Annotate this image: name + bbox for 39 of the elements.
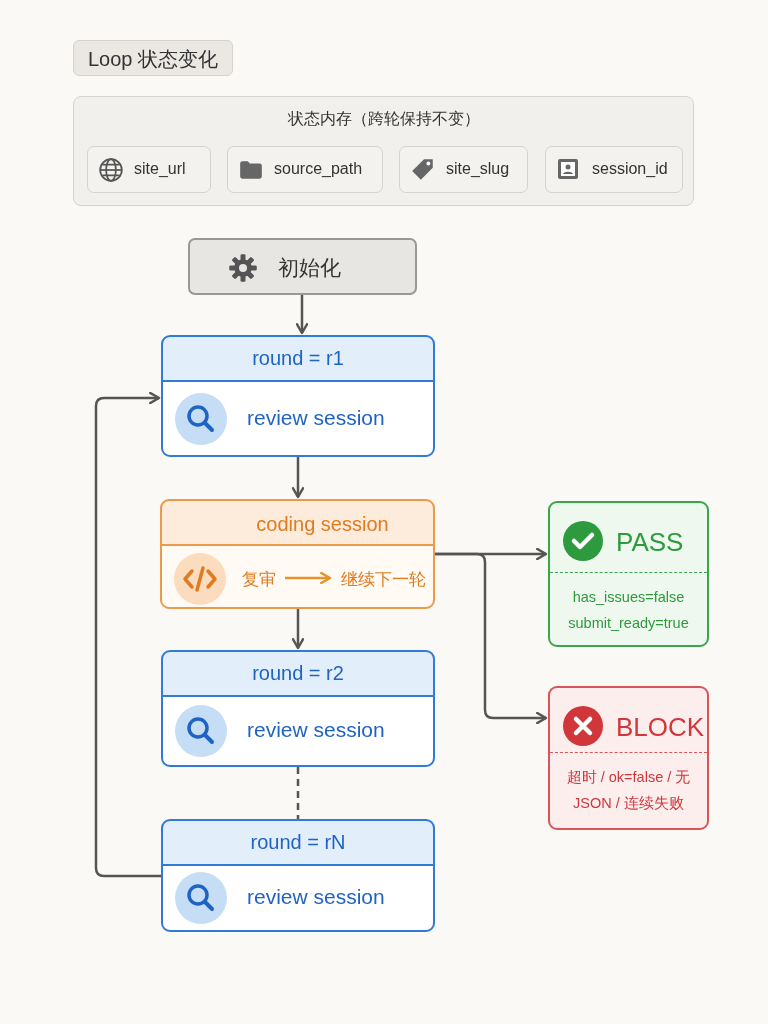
session-label: review session — [247, 718, 385, 742]
arrow — [435, 552, 548, 725]
result-card — [548, 686, 709, 830]
step-text: 复审 — [235, 567, 283, 593]
condition-text: has_issues=false submit_ready=true — [567, 588, 690, 633]
round-card — [161, 650, 435, 767]
arrow — [295, 295, 309, 335]
arrow — [291, 609, 305, 650]
variable-chip — [399, 146, 528, 193]
variable-chip — [227, 146, 383, 193]
start-label: 初始化 — [278, 255, 341, 281]
variable-chip — [87, 146, 211, 193]
variable-name: session_id — [592, 160, 668, 178]
variable-chip — [545, 146, 683, 193]
round-card — [161, 819, 435, 932]
variable-name: site_url — [134, 160, 186, 178]
session-label: review session — [247, 405, 385, 430]
title-badge: Loop 状态变化 — [73, 40, 234, 76]
session-label: review session — [247, 885, 385, 909]
result-title: PASS — [616, 527, 684, 558]
round-label: round = rN — [249, 831, 347, 854]
coding-card — [160, 499, 435, 609]
state-panel — [73, 96, 694, 206]
round-label: round = r2 — [251, 662, 345, 685]
round-card — [161, 335, 435, 457]
connector-line — [296, 767, 300, 819]
start-box — [188, 238, 417, 295]
variable-name: source_path — [274, 160, 363, 178]
result-title: BLOCK — [616, 712, 705, 743]
panel-heading: 状态内存（跨轮保持不变） — [286, 109, 481, 129]
arrow — [285, 571, 332, 585]
step-text: 继续下一轮 — [334, 567, 432, 593]
condition-text: 超时 / ok=false / 无 JSON / 连续失败 — [565, 768, 692, 813]
result-card — [548, 501, 709, 647]
arrow — [94, 391, 161, 878]
variable-name: site_slug — [446, 160, 510, 178]
round-label: round = r1 — [251, 347, 345, 370]
session-label: coding session — [255, 513, 390, 536]
arrow — [291, 457, 305, 499]
